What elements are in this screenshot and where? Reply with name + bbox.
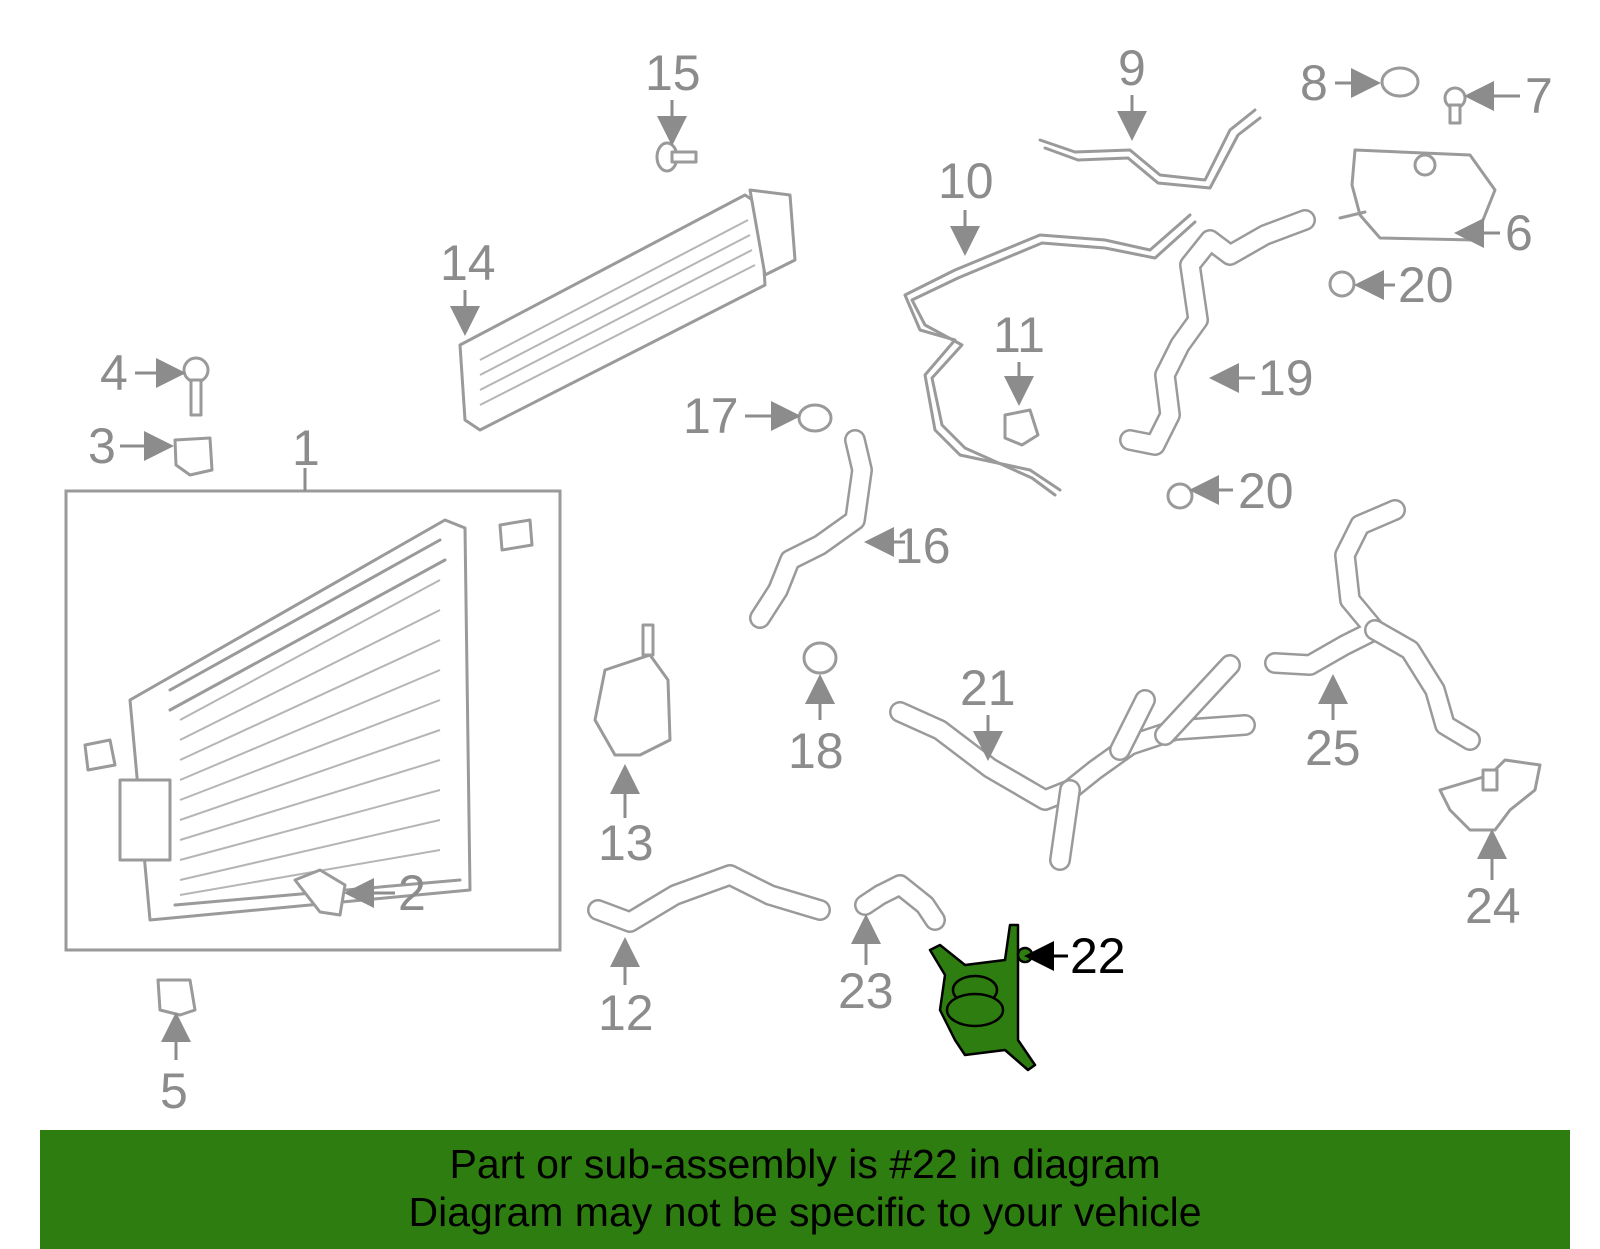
part-21-hose	[889, 654, 1256, 871]
callout-21: 21	[960, 660, 1016, 716]
callouts: 1 2 3 4 5 6 7 8 9 10 11 12 13 14 15 16 1…	[88, 40, 1553, 1119]
callout-8: 8	[1300, 55, 1328, 111]
callout-6: 6	[1505, 205, 1533, 261]
part-7-bolt	[1443, 86, 1467, 125]
callout-24: 24	[1465, 878, 1521, 934]
part-11-clip	[1003, 408, 1040, 447]
part-20-clamp-lower	[1166, 482, 1194, 510]
part-3-insulator	[173, 436, 214, 477]
callout-18: 18	[788, 723, 844, 779]
part-13-hose	[593, 623, 672, 757]
part-20-clamp-upper	[1328, 270, 1356, 298]
callout-2: 2	[398, 865, 426, 921]
part-9-hose	[1038, 108, 1262, 190]
callout-7: 7	[1525, 68, 1553, 124]
callout-3: 3	[88, 418, 116, 474]
callout-5: 5	[160, 1063, 188, 1119]
part-17-clamp	[797, 403, 833, 433]
part-4-bolt	[182, 356, 210, 417]
callout-11: 11	[993, 307, 1045, 363]
part-6-reservoir	[1338, 148, 1497, 242]
callout-17: 17	[683, 388, 739, 444]
callout-19: 19	[1258, 350, 1314, 406]
banner-line-2: Diagram may not be specific to your vehi…	[408, 1189, 1202, 1235]
callout-15: 15	[645, 45, 701, 101]
part-19-hose	[1119, 209, 1316, 456]
callout-14: 14	[440, 235, 496, 291]
part-25-hose	[1264, 499, 1481, 751]
callout-13: 13	[598, 815, 654, 871]
part-10-hose	[903, 213, 1197, 497]
callout-1: 1	[292, 420, 320, 476]
part-8-cap	[1380, 66, 1420, 98]
part-18-clamp	[802, 641, 838, 675]
callout-16: 16	[895, 518, 951, 574]
part-5-insulator	[156, 978, 197, 1017]
callout-20-lower: 20	[1238, 463, 1294, 519]
part-2-bracket	[293, 868, 347, 917]
callout-4: 4	[100, 345, 128, 401]
part-14-intercooler	[458, 188, 797, 432]
part-1-radiator	[64, 489, 562, 952]
part-23-hose	[854, 874, 946, 931]
part-24-valve	[1438, 758, 1542, 832]
part-15-bolt	[655, 141, 698, 173]
callout-9: 9	[1118, 40, 1146, 96]
banner-line-1: Part or sub-assembly is #22 in diagram	[449, 1141, 1161, 1187]
callout-22: 22	[1070, 928, 1126, 984]
callout-10: 10	[938, 153, 994, 209]
callout-12: 12	[598, 985, 654, 1041]
part-16-hose	[749, 429, 873, 629]
part-22-coolant-pump	[928, 923, 1037, 1072]
callout-25: 25	[1305, 720, 1361, 776]
leader-lines	[120, 68, 1520, 1060]
callout-23: 23	[838, 963, 894, 1019]
callout-20-upper: 20	[1398, 257, 1454, 313]
info-banner: Part or sub-assembly is #22 in diagram D…	[40, 1130, 1570, 1249]
part-12-hose	[587, 864, 831, 933]
